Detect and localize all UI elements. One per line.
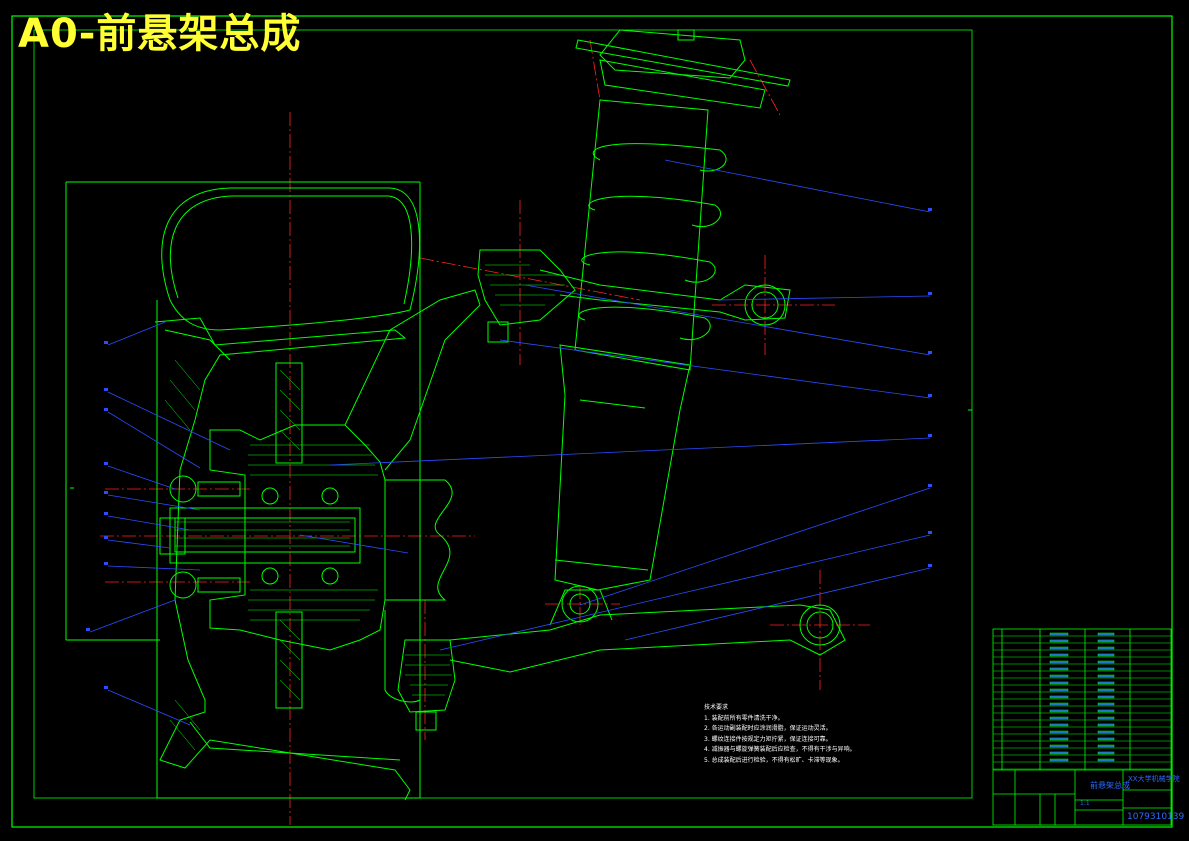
part-number-mark [928,531,932,534]
title-block-cell-mark [1049,653,1069,657]
part-number-mark [104,686,108,689]
part-number-mark [104,341,108,344]
technical-notes: 技术要求 1. 装配前所有零件清洗干净。 2. 各运动副装配时应涂润滑脂，保证运… [704,703,856,766]
title-block-code: 1079310139 [1127,812,1185,822]
title-block-cell-mark [1097,758,1115,762]
part-number-mark [928,484,932,487]
drawing-title: A0-前悬架总成 [18,11,302,57]
note-item: 1. 装配前所有零件清洗干净。 [704,714,784,722]
title-block-cell-mark [1097,660,1115,664]
part-number-mark [928,564,932,567]
title-block-cell-mark [1049,667,1069,671]
title-block-cell-mark [1097,709,1115,713]
title-block-cell-mark [1097,681,1115,685]
title-block-cell-mark [1097,674,1115,678]
part-number-mark [104,536,108,539]
title-block-cell-mark [1097,653,1115,657]
part-number-mark [928,394,932,397]
assembly-outline [65,29,972,801]
part-number-mark [928,208,932,211]
title-block-cell-mark [1049,702,1069,706]
part-number-mark [104,408,108,411]
title-block-cell-mark [1097,744,1115,748]
note-item: 4. 减振器与螺旋弹簧装配后应检查，不得有干涉与异响。 [704,746,856,753]
title-block-cell-mark [1097,702,1115,706]
notes-heading: 技术要求 [704,704,729,711]
title-block-cell-mark [1097,688,1115,692]
note-item: 3. 螺纹连接件按规定力矩拧紧，保证连接可靠。 [704,735,832,743]
title-block-cell-mark [1097,751,1115,755]
title-block-cell-mark [1097,723,1115,727]
title-block-cell-mark [1049,639,1069,643]
title-block-cell-mark [1049,758,1069,762]
title-block-cell-mark [1097,695,1115,699]
leader-lines [89,159,931,726]
title-block-cell-mark [1049,660,1069,664]
title-block-cell-mark [1097,639,1115,643]
part-number-mark [86,628,90,631]
part-number-mark [104,562,108,565]
part-number-mark [104,388,108,391]
centerlines [100,39,870,825]
title-block-cell-mark [1097,716,1115,720]
title-block-cell-mark [1097,667,1115,671]
part-number-mark [104,462,108,465]
part-number-mark [928,292,932,295]
title-block-cell-mark [1049,751,1069,755]
title-block-scale: 1:1 [1080,800,1090,807]
part-number-mark [104,512,108,515]
title-block [992,628,1172,826]
title-block-cell-mark [1097,737,1115,741]
title-block-cell-mark [1049,737,1069,741]
title-block-cell-mark [1049,695,1069,699]
title-block-cell-mark [1049,646,1069,650]
part-number-mark [104,491,108,494]
note-item: 2. 各运动副装配时应涂润滑脂，保证运动灵活。 [704,725,832,732]
title-block-cell-mark [1097,730,1115,734]
title-block-company: XX大学机械学院 [1128,775,1180,783]
part-balloons [86,208,932,689]
title-block-cell-mark [1049,709,1069,713]
section-hatching [164,264,565,751]
inner-border [33,29,973,799]
title-block-cell-mark [1049,744,1069,748]
title-block-cell-mark [1049,716,1069,720]
note-item: 5. 总成装配后进行检验，不得有松旷、卡滞等现象。 [704,756,844,764]
title-block-cell-mark [1049,688,1069,692]
part-number-mark [928,351,932,354]
title-block-cell-mark [1097,632,1115,636]
title-block-cell-mark [1049,674,1069,678]
title-block-cell-mark [1049,723,1069,727]
title-block-cell-mark [1049,632,1069,636]
title-block-drawing-name: 前悬架总成 [1090,781,1130,790]
title-block-cell-mark [1049,730,1069,734]
outer-border [11,15,1173,828]
title-block-rows [993,632,1171,770]
title-block-cell-mark [1097,646,1115,650]
title-block-cell-mark [1049,681,1069,685]
part-number-mark [928,434,932,437]
